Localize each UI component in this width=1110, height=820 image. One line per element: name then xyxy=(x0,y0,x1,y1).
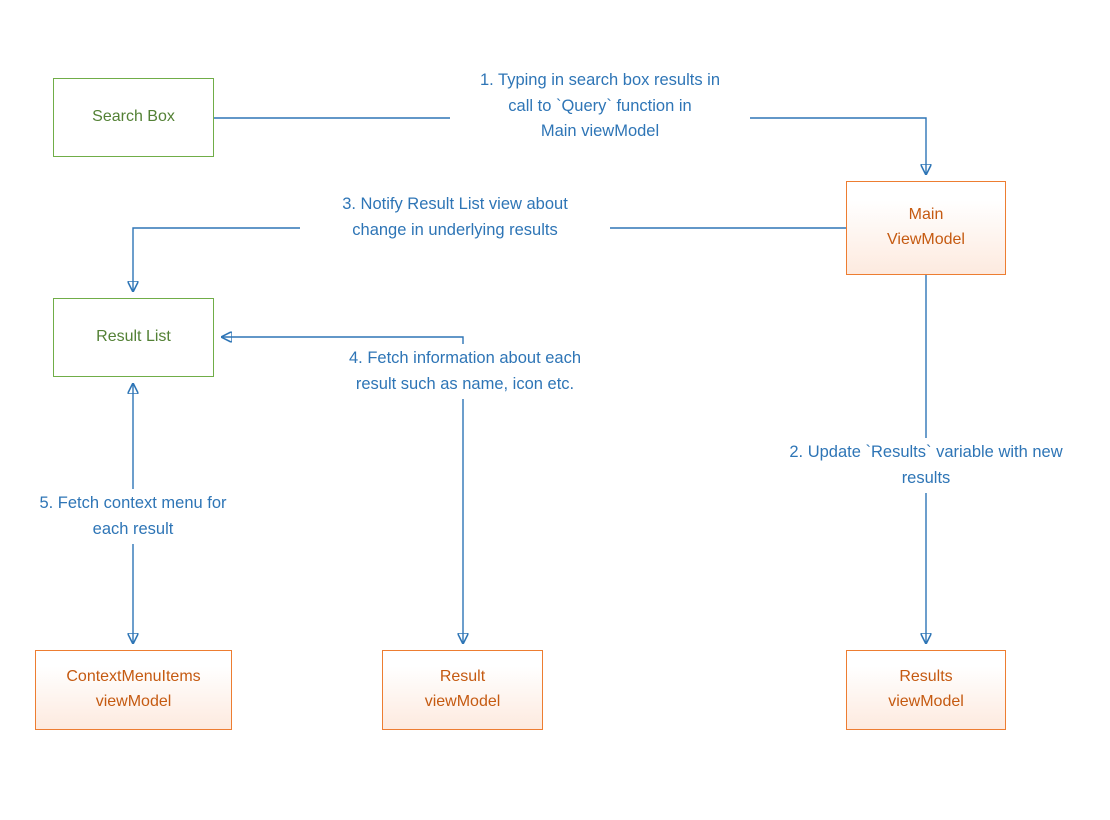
node-results-viewmodel: Results viewModel xyxy=(846,650,1006,730)
node-contextmenuitems-viewmodel: ContextMenuItems viewModel xyxy=(35,650,232,730)
node-search-box: Search Box xyxy=(53,78,214,157)
flow-label-step2: 2. Update `Results` variable with new re… xyxy=(761,438,1091,494)
flow-label-step3: 3. Notify Result List view about change … xyxy=(300,190,610,246)
flow-label-step1: 1. Typing in search box results in call … xyxy=(450,66,750,147)
node-result-list: Result List xyxy=(53,298,214,377)
arrow-step4-resultlist-resultviewmodel xyxy=(222,337,463,643)
flow-label-step5: 5. Fetch context menu for each result xyxy=(23,489,243,545)
flow-label-step4: 4. Fetch information about each result s… xyxy=(310,344,620,400)
node-result-viewmodel: Result viewModel xyxy=(382,650,543,730)
node-main-viewmodel: Main ViewModel xyxy=(846,181,1006,275)
